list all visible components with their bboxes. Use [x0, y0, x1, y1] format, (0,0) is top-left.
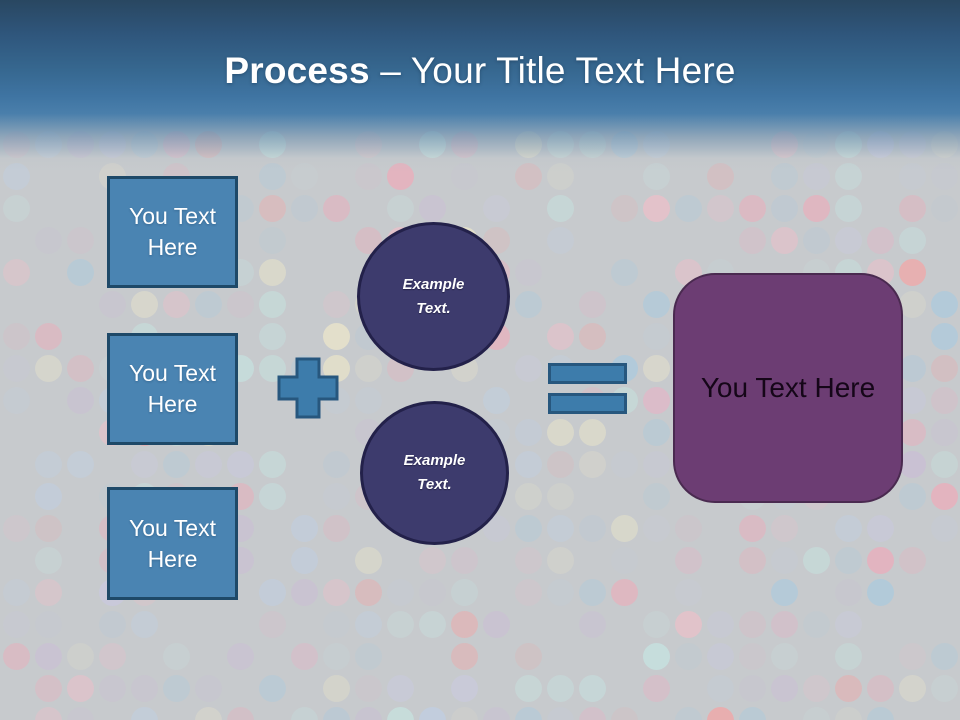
- input-box-2-label: You Text Here: [129, 360, 216, 417]
- input-box-3[interactable]: You Text Here: [107, 487, 238, 600]
- example-circle-1-label: Example Text.: [402, 275, 465, 317]
- example-circle-2[interactable]: Example Text.: [360, 401, 509, 545]
- input-box-1[interactable]: You Text Here: [107, 176, 238, 288]
- plus-icon-shape: [277, 357, 339, 419]
- title-keyword: Process: [224, 50, 370, 91]
- example-circle-1[interactable]: Example Text.: [357, 222, 510, 371]
- input-box-1-label: You Text Here: [129, 203, 216, 260]
- input-box-2[interactable]: You Text Here: [107, 333, 238, 445]
- result-box-label: You Text Here: [700, 372, 876, 403]
- input-box-3-label: You Text Here: [129, 514, 216, 572]
- example-circle-2-label: Example Text.: [403, 452, 466, 493]
- plus-icon[interactable]: [276, 356, 340, 420]
- header-banner: [0, 0, 960, 172]
- result-box[interactable]: You Text Here: [673, 273, 903, 503]
- slide-title[interactable]: Process – Your Title Text Here: [0, 50, 960, 92]
- title-subtitle: – Your Title Text Here: [369, 50, 736, 91]
- equals-bottom-bar: [548, 393, 627, 414]
- equals-top-bar: [548, 363, 627, 384]
